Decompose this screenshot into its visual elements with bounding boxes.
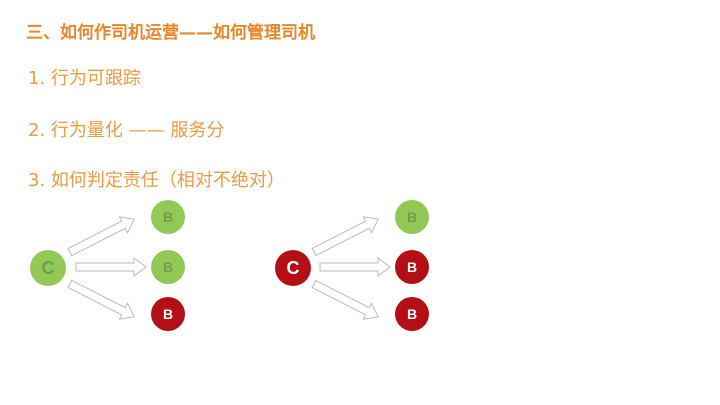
arrow-icon [311, 216, 379, 257]
slide-title: 三、如何作司机运营——如何管理司机 [26, 23, 315, 43]
source-node: C [275, 250, 311, 286]
list-item: 2. 行为量化 —— 服务分 [28, 120, 225, 141]
target-node: B [395, 297, 429, 331]
list-item: 1. 行为可跟踪 [28, 68, 141, 89]
arrow-icon [319, 257, 391, 277]
target-node: B [395, 250, 429, 284]
list-item: 3. 如何判定责任（相对不绝对） [28, 170, 285, 191]
source-node: C [30, 250, 66, 286]
target-node: B [395, 200, 429, 234]
arrow-icon [67, 216, 135, 257]
target-node: B [151, 297, 185, 331]
arrow-icon [67, 279, 135, 320]
target-node: B [151, 250, 185, 284]
arrow-icon [75, 257, 147, 277]
arrow-icon [311, 279, 379, 320]
target-node: B [151, 200, 185, 234]
